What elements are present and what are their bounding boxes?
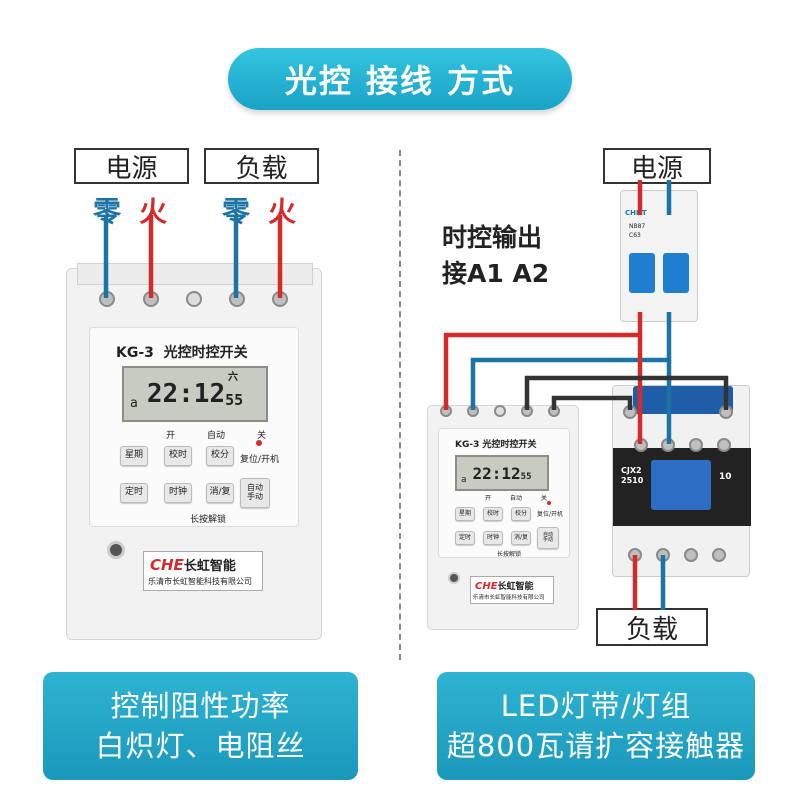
- contactor-rating: 10: [719, 472, 732, 482]
- left-state-on: 开: [166, 431, 176, 441]
- left-bottom-line-2: 白炽灯、电阻丝: [95, 729, 306, 763]
- left-lock-label: 长按解锁: [190, 515, 227, 525]
- right-reset-label: 复位/开机: [537, 511, 564, 518]
- right-brand-name: 长虹智能: [497, 582, 534, 592]
- left-brand-logo: CHE: [150, 556, 184, 574]
- right-device-terminal-3: [494, 405, 506, 417]
- left-btn-timer[interactable]: 定时: [120, 483, 148, 503]
- left-btn-clock[interactable]: 时钟: [164, 483, 192, 503]
- left-device-name: 光控时控开关: [163, 345, 248, 361]
- left-btn-set-hour[interactable]: 校时: [164, 446, 192, 466]
- right-load-label: 负载: [596, 608, 708, 646]
- right-state-labels: 开 自动 关: [485, 493, 547, 502]
- right-state-off: 关: [540, 495, 547, 502]
- left-lcd-day: 六: [228, 372, 238, 383]
- left-lcd-a: a: [130, 396, 138, 411]
- left-bottom-line-1: 控制阻性功率: [110, 689, 291, 723]
- right-wire-device-live: [443, 312, 643, 410]
- right-btn-auto-manual[interactable]: 自动 手动: [537, 527, 559, 549]
- contactor-terminal-no: [717, 438, 731, 452]
- left-state-off: 关: [256, 431, 266, 441]
- left-state-auto: 自动: [206, 431, 225, 441]
- contactor-terminal-t4: [712, 548, 726, 562]
- left-device-top-ridge: [77, 263, 313, 285]
- left-btn-week[interactable]: 星期: [120, 446, 148, 466]
- left-state-labels: 开 自动 关: [166, 428, 266, 441]
- breaker-lever-left[interactable]: [629, 253, 655, 293]
- page-title: 光控 接线 方式: [228, 48, 572, 110]
- left-btn-auto-manual[interactable]: 自动 手动: [240, 478, 270, 508]
- right-btn-clock[interactable]: 时钟: [483, 531, 503, 545]
- contactor-top-cap: [633, 386, 733, 414]
- right-device-model: KG-3: [455, 440, 480, 450]
- left-light-sensor: [107, 541, 125, 559]
- right-bottom-info: LED灯带/灯组 超800瓦请扩容接触器: [437, 672, 755, 780]
- right-brand-plate: CHE长虹智能 乐清市长虹智能科技有限公司: [470, 576, 554, 604]
- left-device-faceplate: KG-3 光控时控开关 a 22:12 55 六 开 自动 关 复位/开机 星期…: [89, 327, 299, 527]
- right-btn-set-minute[interactable]: 校分: [511, 507, 531, 521]
- contactor-sub: 2510: [621, 476, 644, 485]
- right-btn-week[interactable]: 星期: [455, 507, 475, 521]
- right-circuit-breaker: CHNT NB87 C63: [620, 190, 698, 322]
- right-power-label: 电源: [603, 148, 711, 184]
- right-wire-device-neutral: [470, 312, 672, 410]
- right-btn-set-hour[interactable]: 校时: [483, 507, 503, 521]
- left-lcd: a 22:12 55 六: [122, 366, 268, 422]
- right-bottom-line-1: LED灯带/灯组: [500, 689, 692, 723]
- left-lcd-sec: 55: [225, 391, 244, 409]
- right-lcd-sec: 55: [520, 472, 532, 482]
- right-wire-coil-a1: [524, 375, 729, 410]
- left-power-label: 电源: [74, 148, 189, 184]
- left-reset-label: 复位/开机: [240, 455, 280, 465]
- left-terminal-3: [186, 291, 202, 307]
- contactor-terminal-l3: [689, 438, 703, 452]
- right-lock-label: 长按解锁: [497, 551, 522, 558]
- right-device-faceplate: KG-3 光控时控开关 a 22:12 55 开 自动 关 复位/开机 星期 校…: [438, 428, 570, 558]
- right-state-auto: 自动: [509, 495, 522, 502]
- left-lcd-time: 22:12: [146, 379, 226, 409]
- right-output-title-1: 时控输出: [442, 223, 543, 252]
- right-bottom-line-2: 超800瓦请扩容接触器: [446, 729, 746, 763]
- right-output-title-2: 接A1 A2: [442, 259, 550, 288]
- right-state-on: 开: [485, 495, 492, 502]
- left-device-model: KG-3: [116, 345, 154, 361]
- right-brand-logo: CHE: [475, 581, 498, 592]
- left-btn-set-minute[interactable]: 校分: [206, 446, 234, 466]
- breaker-rating: C63: [629, 232, 641, 239]
- right-lcd-a: a: [461, 475, 467, 485]
- left-reset-led: [256, 440, 262, 446]
- contactor-blue-block: [651, 460, 711, 510]
- breaker-brand: CHNT: [625, 209, 647, 217]
- right-light-sensor: [448, 572, 460, 584]
- right-btn-timer[interactable]: 定时: [455, 531, 475, 545]
- right-timer-device: KG-3 光控时控开关 a 22:12 55 开 自动 关 复位/开机 星期 校…: [427, 405, 579, 630]
- right-reset-led: [547, 501, 551, 505]
- left-timer-device: KG-3 光控时控开关 a 22:12 55 六 开 自动 关 复位/开机 星期…: [66, 263, 322, 640]
- right-company-name: 乐清市长虹智能科技有限公司: [473, 595, 545, 601]
- breaker-lever-right[interactable]: [663, 253, 689, 293]
- center-divider: [399, 150, 401, 660]
- left-brand-plate: CHE长虹智能 乐清市长虹智能科技有限公司: [143, 551, 263, 591]
- right-btn-cancel-restore[interactable]: 消/复: [511, 531, 531, 545]
- left-company-name: 乐清市长虹智能科技有限公司: [148, 577, 252, 586]
- left-bottom-info: 控制阻性功率 白炽灯、电阻丝: [43, 672, 358, 780]
- right-lcd: a 22:12 55: [455, 455, 549, 491]
- left-load-label: 负载: [204, 148, 319, 184]
- left-btn-cancel-restore[interactable]: 消/复: [206, 483, 234, 503]
- right-lcd-time: 22:12: [472, 463, 521, 483]
- contactor-terminal-t3: [684, 548, 698, 562]
- right-wire-coil-a2: [551, 395, 633, 410]
- left-brand-name: 长虹智能: [183, 559, 236, 574]
- contactor-model: CJX2: [621, 466, 642, 475]
- breaker-model: NB87: [629, 223, 646, 230]
- right-device-name: 光控时控开关: [482, 440, 537, 450]
